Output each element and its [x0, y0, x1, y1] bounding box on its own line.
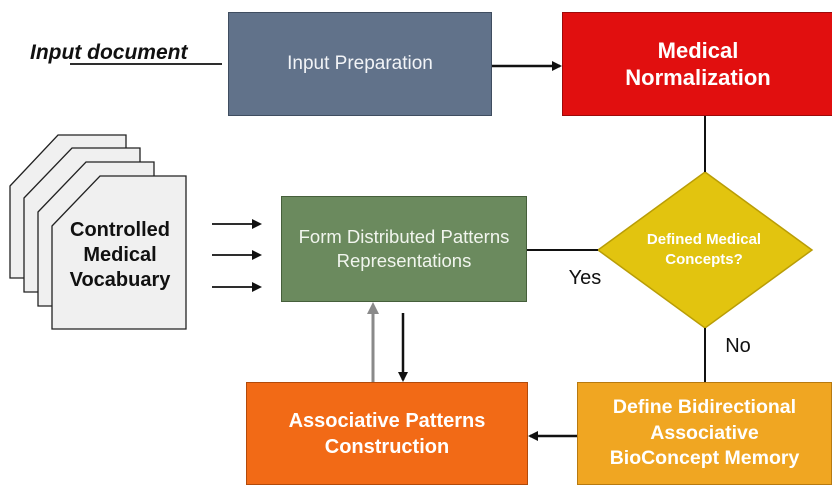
- decision-label: Defined Medical Concepts?: [646, 230, 762, 268]
- yes-label: Yes: [568, 266, 602, 289]
- input-document-label: Input document: [30, 41, 188, 64]
- no-label: No: [725, 334, 751, 357]
- vocabulary-page-4: [51, 175, 187, 330]
- vocabulary-document-stack: [9, 134, 187, 330]
- associative-construction-box: Associative Patterns Construction: [246, 382, 528, 485]
- vocabulary-label: Controlled Medical Vocabuary: [69, 218, 171, 291]
- input-preparation-box: Input Preparation: [228, 12, 492, 116]
- medical-normalization-box: Medical Normalization: [562, 12, 832, 116]
- bidirectional-memory-box: Define Bidirectional Associative BioConc…: [577, 382, 832, 485]
- form-patterns-box: Form Distributed Patterns Representation…: [281, 196, 527, 302]
